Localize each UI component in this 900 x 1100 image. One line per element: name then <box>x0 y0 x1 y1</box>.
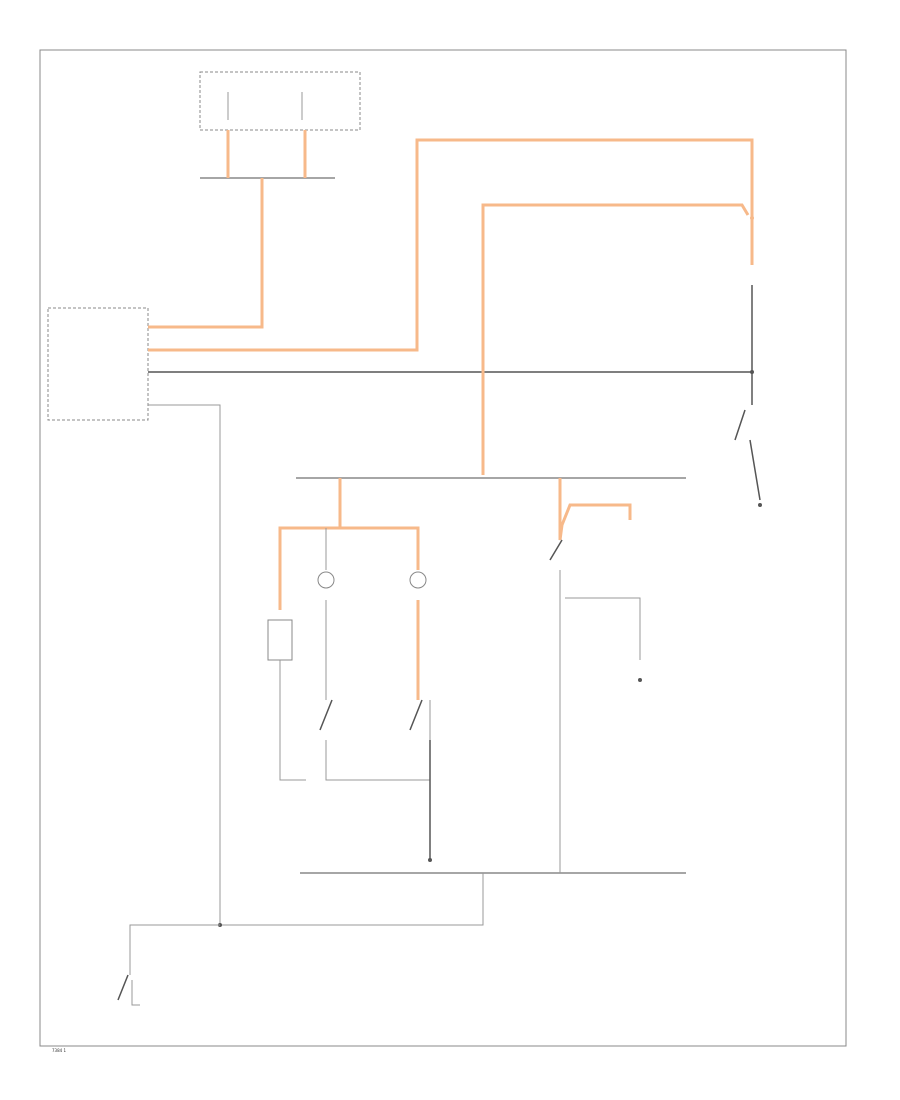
wire-right-tree <box>558 478 632 541</box>
right-stop-lamp-bulb <box>409 571 427 589</box>
wire-bcm-battery <box>148 178 264 329</box>
body-control-module <box>47 307 149 421</box>
ground-dot-right <box>758 503 762 507</box>
wire-bcm-trans <box>148 138 754 352</box>
left-turn-switch <box>319 699 333 731</box>
wire-stop-lamps <box>278 526 420 610</box>
wire-lower-ground <box>131 980 140 1006</box>
wire-switch-bridge <box>325 700 431 781</box>
wire-lower-switch <box>129 924 220 975</box>
lower-switch-contact <box>117 974 129 1001</box>
left-stop-lamp-bulb <box>317 571 335 589</box>
wire-ground-return <box>220 873 484 926</box>
wire-bcm-lower <box>148 404 221 925</box>
diagram-code: 7384 1 <box>52 1048 66 1053</box>
wire-switch-ground <box>749 439 761 501</box>
right-tree-switch <box>549 539 563 561</box>
diagram-frame <box>39 49 847 1047</box>
ground-dot-center <box>428 858 432 862</box>
lamp-box <box>267 619 293 661</box>
wire-stop-feed <box>481 203 750 475</box>
fuse-block <box>199 71 361 131</box>
wire-lamp-ground <box>279 660 306 781</box>
ground-dot-module <box>638 678 642 682</box>
splice-dot-feed <box>750 216 754 220</box>
right-turn-switch <box>409 699 423 731</box>
wire-module-ground <box>565 597 641 660</box>
brake-switch-contact <box>734 409 746 441</box>
